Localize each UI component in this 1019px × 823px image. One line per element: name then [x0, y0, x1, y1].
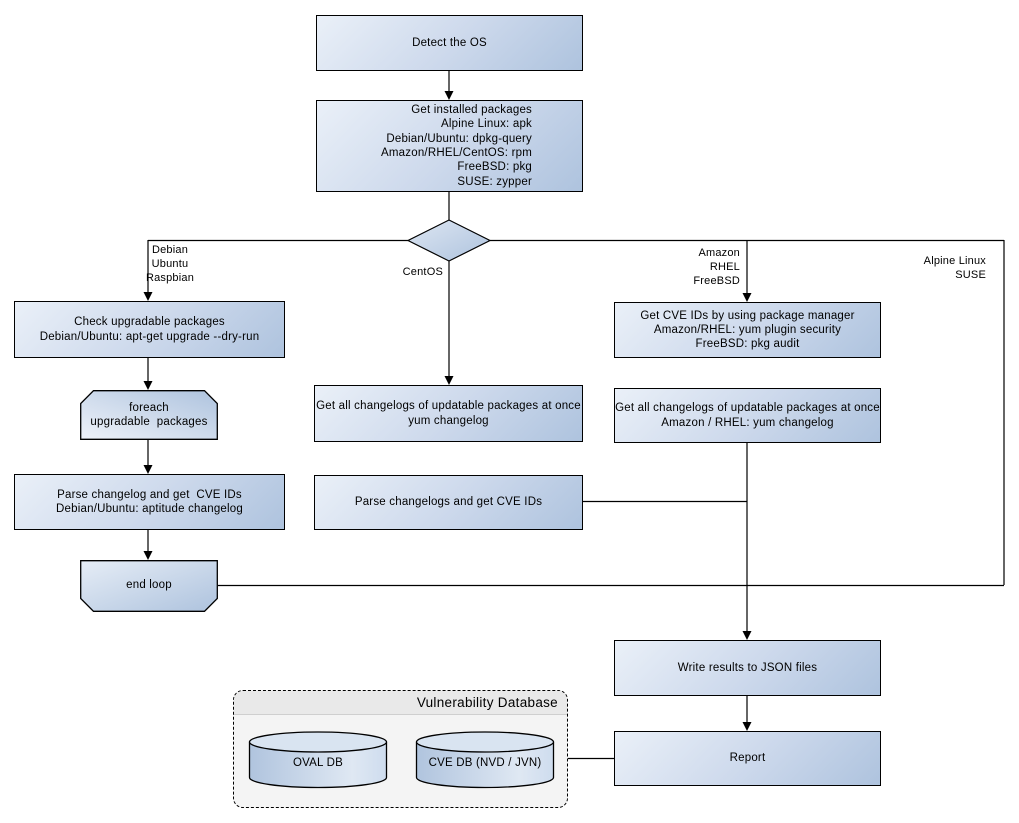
- node-get-changelogs-yum: Get all changelogs of updatable packages…: [314, 385, 583, 442]
- node-label: Detect the OS: [412, 36, 487, 49]
- node-parse-changelogs: Parse changelogs and get CVE IDs: [314, 475, 583, 530]
- edge-label-amazon-branch: Amazon RHEL FreeBSD: [693, 247, 740, 287]
- vulnerability-database-title: Vulnerability Database: [416, 695, 558, 710]
- edge-label-debian-branch: Debian Ubuntu Raspbian: [145, 244, 195, 284]
- cve-db-cylinder: [415, 731, 555, 789]
- oval-db-cylinder: [248, 731, 388, 789]
- vulnerability-database-header: Vulnerability Database: [234, 691, 567, 715]
- node-detect-os: Detect the OS: [316, 15, 583, 71]
- oval-db-label: OVAL DB: [293, 757, 343, 769]
- foreach-loop-label: foreach upgradable packages: [90, 401, 208, 429]
- node-report: Report: [614, 731, 881, 786]
- node-get-installed-packages: Get installed packages Alpine Linux: apk…: [316, 100, 583, 192]
- node-parse-changelog-deb: Parse changelog and get CVE IDs Debian/U…: [14, 474, 285, 530]
- end-loop-shape: [80, 560, 218, 612]
- node-write-results: Write results to JSON files: [614, 640, 881, 696]
- cve-db-label: CVE DB (NVD / JVN): [428, 757, 542, 769]
- end-loop-label: end loop: [126, 578, 172, 591]
- decision-diamond: [406, 219, 492, 262]
- node-check-upgradable: Check upgradable packages Debian/Ubuntu:…: [14, 301, 285, 358]
- edge-label-alpine-branch: Alpine Linux SUSE: [923, 255, 986, 281]
- node-get-changelogs-amazon: Get all changelogs of updatable packages…: [614, 388, 881, 443]
- node-get-cve-ids-pkg-mgr: Get CVE IDs by using package manager Ama…: [614, 302, 881, 358]
- foreach-loop-shape: [80, 390, 218, 440]
- edge-label-centos-branch: CentOS: [402, 266, 443, 278]
